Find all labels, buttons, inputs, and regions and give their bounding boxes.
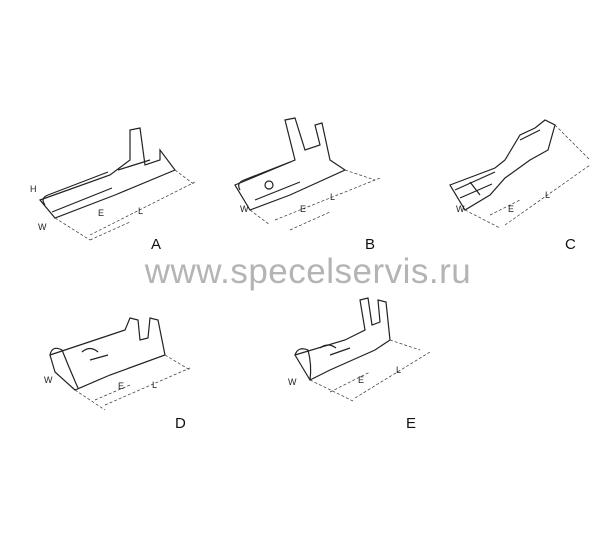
dim-e-l: L (396, 365, 401, 375)
label-a: A (151, 236, 162, 253)
terminal-e-drawing: W E L (288, 297, 431, 403)
dim-b-l: L (330, 192, 335, 202)
dim-a-l: L (138, 206, 143, 216)
dim-e-w: W (288, 377, 297, 387)
dim-e-e: E (358, 375, 364, 385)
dim-c-e: E (508, 204, 514, 214)
label-d: D (175, 415, 186, 432)
label-c: C (565, 236, 576, 253)
dim-c-l: L (545, 190, 550, 200)
dim-a-e: E (98, 208, 104, 218)
watermark: www.specelservis.ru (144, 252, 472, 291)
terminal-a-drawing: H W E L (30, 127, 196, 241)
label-e: E (406, 415, 417, 432)
terminal-c-drawing: W E L (449, 119, 591, 229)
dim-a-h: H (30, 184, 37, 194)
label-b: B (365, 236, 376, 253)
dim-c-w: W (456, 204, 465, 214)
dim-d-l: L (152, 380, 157, 390)
dim-b-e: E (300, 204, 306, 214)
dim-d-w: W (44, 375, 53, 385)
dim-d-e: E (118, 381, 124, 391)
dim-b-w: W (240, 204, 249, 214)
terminal-d-drawing: W E L (44, 317, 191, 411)
terminal-b-drawing: W E L (234, 117, 381, 231)
dim-a-w: W (38, 222, 47, 232)
